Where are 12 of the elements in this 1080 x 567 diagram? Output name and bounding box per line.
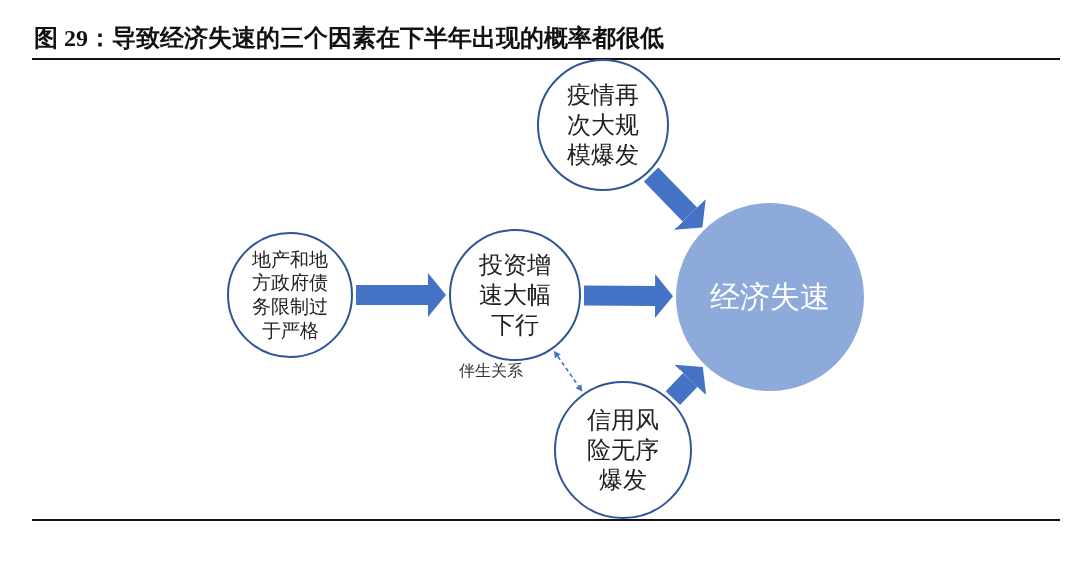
circle-node: 疫情再次大规模爆发 <box>537 59 669 191</box>
block-arrow <box>583 274 673 319</box>
block-arrow <box>643 167 706 230</box>
dashed-arrow <box>553 350 583 392</box>
circle-node: 经济失速 <box>676 203 864 391</box>
circle-node: 地产和地方政府债务限制过于严格 <box>227 232 353 358</box>
block-arrow <box>665 364 707 405</box>
figure-title: 图 29：导致经济失速的三个因素在下半年出现的概率都很低 <box>34 24 664 53</box>
circle-node: 信用风险无序爆发 <box>554 381 692 519</box>
circle-node: 投资增速大幅下行 <box>449 229 581 361</box>
edge-label: 伴生关系 <box>457 360 525 382</box>
block-arrow <box>356 273 446 317</box>
